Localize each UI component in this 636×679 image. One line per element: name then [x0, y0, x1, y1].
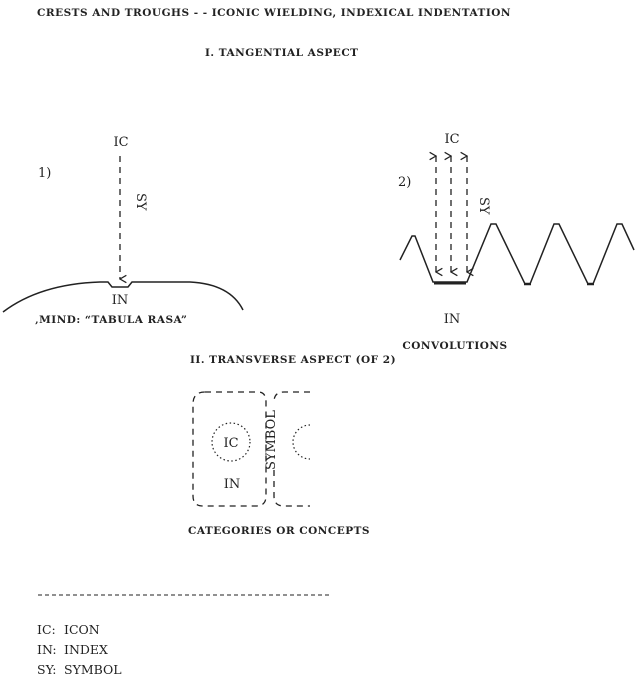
- diagram-convolutions: 2) IC SY IN CONVOLUTIONS: [398, 132, 635, 352]
- mind-surface: [2, 281, 244, 313]
- diagram2-sy-label: SY: [476, 197, 491, 215]
- section2-caption: CATEGORIES OR CONCEPTS: [188, 525, 370, 537]
- section2-ic-label: IC: [223, 436, 238, 451]
- diagram2-ic-label: IC: [444, 132, 459, 147]
- icon-circle: [211, 422, 251, 462]
- diagram2-caption: CONVOLUTIONS: [402, 340, 507, 352]
- transverse-diagram: IC IN SYMBOL CATEGORIES OR CONCEPTS: [188, 391, 370, 537]
- category-box-partial: [273, 391, 310, 507]
- diagram1-sy-label: SY: [133, 193, 148, 211]
- diagram2-number: 2): [398, 175, 411, 190]
- diagram1-number: 1): [38, 166, 51, 181]
- icon-half-circle: [292, 424, 311, 460]
- diagram1-in-label: IN: [112, 293, 129, 308]
- section2-heading: II. TRANSVERSE ASPECT (OF 2): [190, 354, 396, 366]
- diagram1-ic-label: IC: [113, 135, 128, 150]
- legend-meaning: ICON: [64, 622, 100, 637]
- category-box: [192, 391, 267, 507]
- legend-meaning: INDEX: [64, 642, 108, 657]
- section2-in-label: IN: [224, 477, 241, 492]
- legend-abbr: IC:: [37, 622, 56, 637]
- convolution-wave: [399, 223, 635, 285]
- diagram2-in-label: IN: [444, 312, 461, 327]
- diagram-tabula-rasa: 1) IC SY IN ‚MIND: “TABULA RASA”: [2, 135, 244, 326]
- symbol-divider-label: SYMBOL: [264, 410, 279, 470]
- legend-abbr: SY:: [37, 662, 56, 677]
- diagram1-caption: ‚MIND: “TABULA RASA”: [35, 314, 187, 326]
- legend: IC: ICON IN: INDEX SY: SYMBOL: [37, 622, 122, 677]
- legend-abbr: IN:: [37, 642, 57, 657]
- section1-heading: I. TANGENTIAL ASPECT: [205, 47, 358, 59]
- legend-meaning: SYMBOL: [64, 662, 122, 677]
- page-title: CRESTS AND TROUGHS - - ICONIC WIELDING, …: [37, 7, 511, 19]
